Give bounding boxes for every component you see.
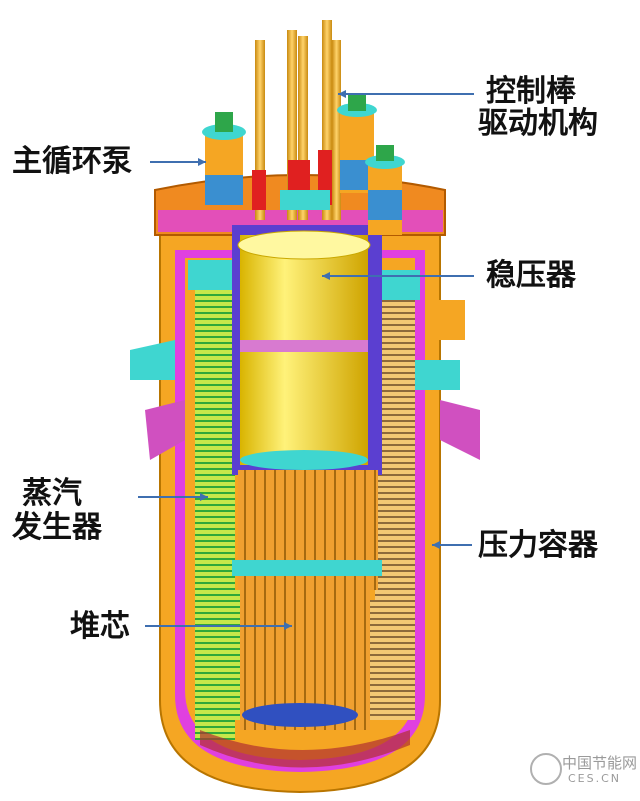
label-sg-line2: 发生器 <box>12 510 102 545</box>
label-vessel: 压力容器 <box>478 528 598 563</box>
watermark-site-en: CES.CN <box>568 772 622 785</box>
pressurizer <box>232 225 382 475</box>
watermark-site-cn: 中国节能网 <box>562 754 638 772</box>
reactor-core <box>200 470 410 768</box>
leader-arrowheads <box>198 90 440 630</box>
control-rod-drives <box>252 20 341 220</box>
main-pumps <box>202 95 405 235</box>
label-crdm-line1: 控制棒 <box>486 74 576 109</box>
label-sg-line1: 蒸汽 <box>22 476 82 511</box>
watermark-logo <box>530 753 562 785</box>
label-main-pump: 主循环泵 <box>12 144 132 179</box>
leader-lines <box>138 93 474 627</box>
label-core: 堆芯 <box>70 609 130 644</box>
label-pressurizer: 稳压器 <box>486 258 576 293</box>
label-crdm-line2: 驱动机构 <box>478 106 598 141</box>
